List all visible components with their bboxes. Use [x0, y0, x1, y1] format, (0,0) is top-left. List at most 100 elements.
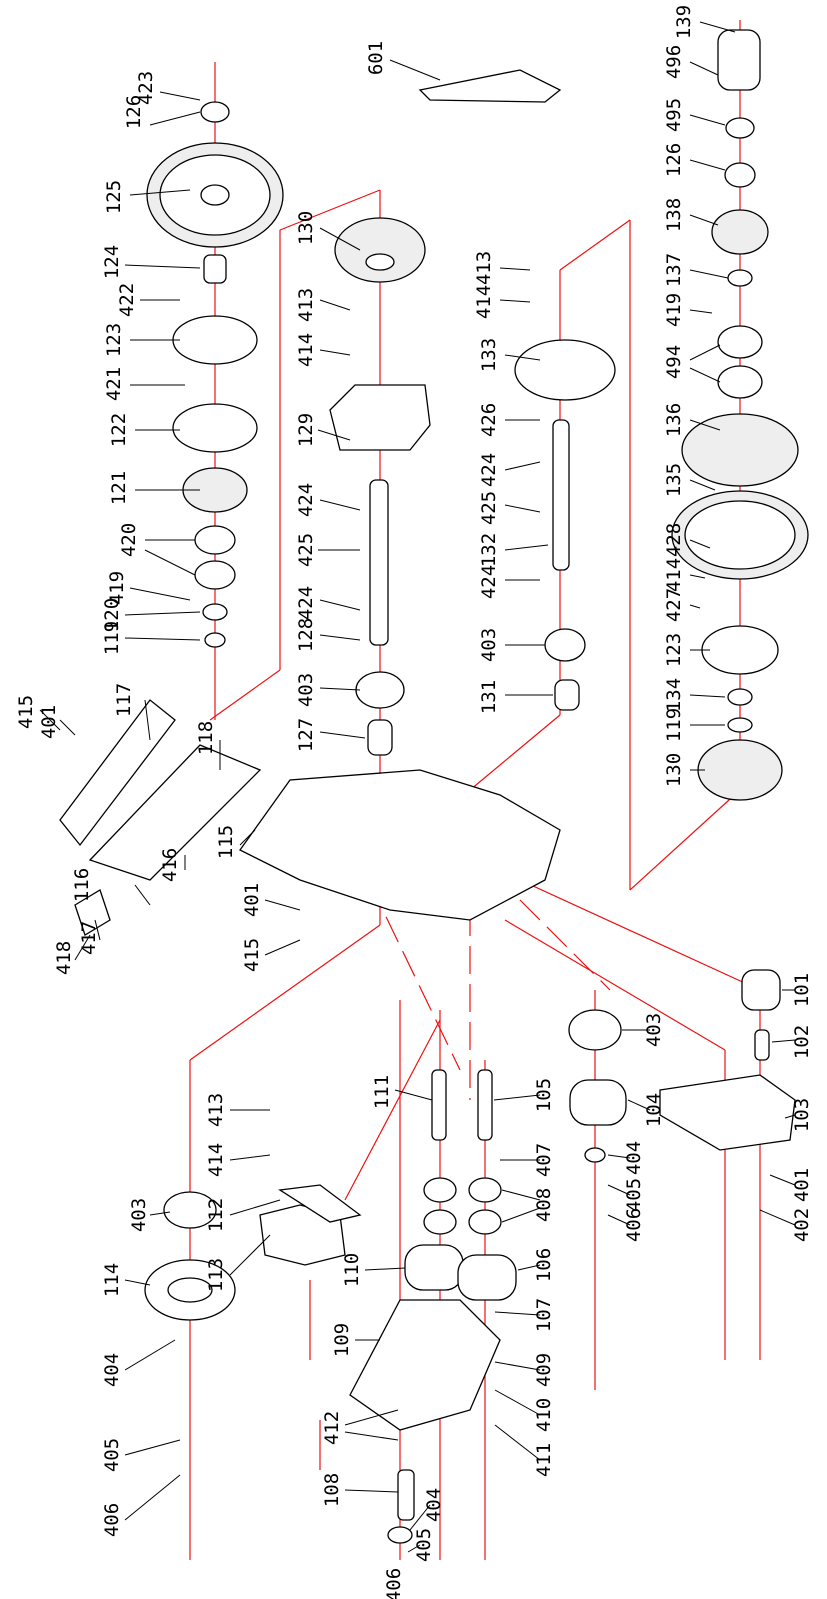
- part-label-404: 404: [101, 1353, 123, 1387]
- part-label-415: 415: [15, 695, 37, 729]
- part-label-116: 116: [71, 868, 93, 902]
- part-label-403: 403: [295, 673, 317, 707]
- part-label-401: 401: [38, 705, 60, 739]
- part-label-402: 402: [791, 1208, 813, 1242]
- part-label-401: 401: [791, 1168, 813, 1202]
- part-label-119: 119: [101, 621, 123, 655]
- part-label-120: 120: [101, 598, 123, 632]
- part-label-110: 110: [341, 1253, 363, 1287]
- part-label-101: 101: [791, 973, 813, 1007]
- part-label-408: 408: [533, 1188, 555, 1222]
- part-label-406: 406: [101, 1503, 123, 1537]
- part-label-121: 121: [108, 471, 130, 505]
- part-label-406: 406: [623, 1208, 645, 1242]
- part-label-105: 105: [533, 1078, 555, 1112]
- part-label-137: 137: [663, 253, 685, 287]
- part-label-405: 405: [101, 1438, 123, 1472]
- part-label-130: 130: [663, 753, 685, 787]
- part-label-414: 414: [295, 333, 317, 367]
- part-label-109: 109: [331, 1323, 353, 1357]
- part-label-419: 419: [106, 571, 128, 605]
- part-label-425: 425: [478, 491, 500, 525]
- part-label-113: 113: [205, 1258, 227, 1292]
- part-label-495: 495: [663, 98, 685, 132]
- part-label-425: 425: [295, 533, 317, 567]
- part-label-424: 424: [295, 483, 317, 517]
- part-label-601: 601: [365, 41, 387, 75]
- part-label-134: 134: [663, 678, 685, 712]
- part-label-416: 416: [159, 848, 181, 882]
- part-label-128: 128: [295, 618, 317, 652]
- part-label-403: 403: [478, 628, 500, 662]
- part-label-123: 123: [103, 323, 125, 357]
- part-label-138: 138: [663, 198, 685, 232]
- leader-lines: [39, 21, 796, 1553]
- part-label-130: 130: [295, 211, 317, 245]
- part-label-122: 122: [108, 413, 130, 447]
- part-label-123: 123: [663, 633, 685, 667]
- part-label-127: 127: [295, 718, 317, 752]
- part-label-414: 414: [205, 1143, 227, 1177]
- part-label-104: 104: [643, 1093, 665, 1127]
- part-label-403: 403: [128, 1198, 150, 1232]
- part-label-139: 139: [673, 5, 695, 39]
- part-label-420: 420: [118, 523, 140, 557]
- part-label-423: 423: [135, 71, 157, 105]
- part-label-114: 114: [101, 1263, 123, 1297]
- part-label-427: 427: [663, 588, 685, 622]
- part-label-494: 494: [663, 345, 685, 379]
- part-label-131: 131: [478, 680, 500, 714]
- part-label-108: 108: [321, 1473, 343, 1507]
- part-label-111: 111: [371, 1075, 393, 1109]
- part-label-118: 118: [195, 721, 217, 755]
- part-label-415: 415: [241, 938, 263, 972]
- part-label-135: 135: [663, 463, 685, 497]
- part-label-426: 426: [478, 403, 500, 437]
- part-label-410: 410: [533, 1398, 555, 1432]
- part-label-406: 406: [383, 1568, 405, 1599]
- part-label-424: 424: [478, 565, 500, 599]
- part-label-424: 424: [295, 586, 317, 620]
- part-label-126: 126: [123, 95, 145, 129]
- part-label-411: 411: [533, 1443, 555, 1477]
- part-label-417: 417: [78, 921, 100, 955]
- part-label-106: 106: [533, 1248, 555, 1282]
- part-label-115: 115: [215, 825, 237, 859]
- part-label-424: 424: [478, 453, 500, 487]
- part-label-107: 107: [533, 1298, 555, 1332]
- part-label-404: 404: [623, 1141, 645, 1175]
- part-label-102: 102: [791, 1025, 813, 1059]
- part-label-126: 126: [663, 143, 685, 177]
- part-label-428: 428: [663, 523, 685, 557]
- part-label-414: 414: [663, 558, 685, 592]
- part-label-413: 413: [205, 1093, 227, 1127]
- part-label-414: 414: [473, 285, 495, 319]
- part-label-413: 413: [295, 288, 317, 322]
- part-label-403: 403: [643, 1013, 665, 1047]
- part-label-418: 418: [53, 941, 75, 975]
- part-label-405: 405: [623, 1178, 645, 1212]
- part-label-405: 405: [413, 1528, 435, 1562]
- part-label-419: 419: [663, 293, 685, 327]
- part-label-409: 409: [533, 1353, 555, 1387]
- part-label-129: 129: [295, 413, 317, 447]
- part-label-124: 124: [101, 245, 123, 279]
- part-label-496: 496: [663, 45, 685, 79]
- part-label-133: 133: [478, 338, 500, 372]
- part-label-404: 404: [423, 1488, 445, 1522]
- part-label-412: 412: [321, 1411, 343, 1445]
- part-label-401: 401: [241, 883, 263, 917]
- part-label-119: 119: [663, 708, 685, 742]
- part-label-103: 103: [791, 1098, 813, 1132]
- parts: [59, 29, 809, 1544]
- part-labels: 4231261251244221234211221214204191201191…: [15, 5, 813, 1599]
- part-label-125: 125: [103, 180, 125, 214]
- part-label-132: 132: [478, 533, 500, 567]
- part-label-407: 407: [533, 1143, 555, 1177]
- part-label-117: 117: [113, 683, 135, 717]
- part-label-422: 422: [116, 283, 138, 317]
- part-label-112: 112: [205, 1198, 227, 1232]
- part-label-413: 413: [473, 251, 495, 285]
